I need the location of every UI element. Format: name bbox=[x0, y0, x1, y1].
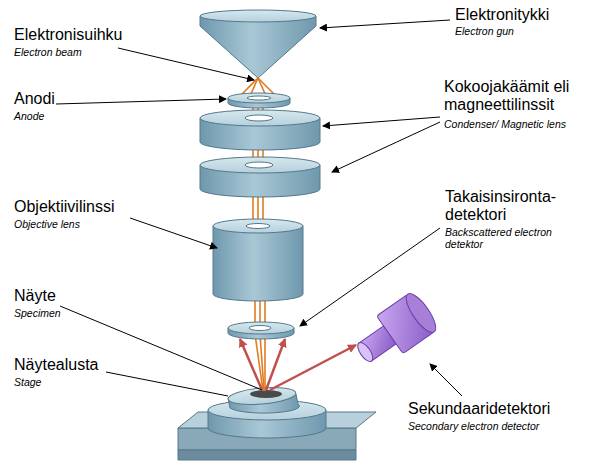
line-shape bbox=[323, 117, 440, 126]
ellipse-shape bbox=[245, 115, 273, 121]
ellipse-shape bbox=[249, 326, 271, 331]
objective-lens bbox=[213, 219, 303, 301]
line-shape bbox=[130, 218, 217, 248]
line-shape bbox=[320, 20, 450, 28]
part-label: Elektronisuihku bbox=[14, 26, 144, 44]
electron-gun bbox=[200, 10, 316, 78]
line-shape bbox=[118, 48, 254, 80]
ellipse-shape bbox=[355, 340, 376, 364]
ellipse-shape bbox=[200, 157, 320, 173]
part-label: Elektronitykki bbox=[455, 6, 590, 24]
line-shape bbox=[300, 228, 440, 326]
secondary-detector bbox=[348, 290, 441, 374]
part-label: Kokoojakäämit eli magneettilinssit bbox=[444, 78, 592, 115]
path-shape bbox=[200, 16, 316, 78]
ellipse-shape bbox=[247, 96, 271, 100]
ellipse-shape bbox=[200, 110, 320, 126]
part-label-en: Specimen bbox=[14, 307, 94, 319]
specimen bbox=[250, 390, 282, 398]
line-shape bbox=[430, 364, 462, 396]
ellipse-shape bbox=[245, 162, 273, 168]
line-shape bbox=[60, 306, 262, 390]
line-shape bbox=[106, 372, 228, 396]
polygon-shape bbox=[178, 450, 356, 460]
line-shape bbox=[260, 334, 264, 391]
part-label: Näyte bbox=[14, 287, 94, 305]
ellipse-shape bbox=[401, 290, 440, 337]
condenser-lens bbox=[200, 110, 320, 197]
ellipse-shape bbox=[200, 10, 316, 22]
backscatter-detector bbox=[228, 322, 294, 339]
part-label: Sekundaaridetektori bbox=[408, 400, 588, 418]
stage-disc bbox=[208, 385, 326, 438]
line-shape bbox=[56, 99, 226, 104]
ellipse-shape bbox=[228, 322, 294, 334]
line-shape bbox=[262, 195, 264, 222]
part-label: Objektiivilinssi bbox=[14, 198, 154, 216]
part-label-en: Backscattered electron detektor bbox=[445, 226, 590, 250]
line-shape bbox=[332, 122, 440, 172]
line-shape bbox=[252, 195, 254, 222]
part-label: Näytealusta bbox=[14, 356, 124, 374]
part-label-en: Anode bbox=[14, 110, 74, 122]
ellipse-shape bbox=[213, 219, 303, 233]
line-shape bbox=[264, 334, 266, 391]
leader-lines bbox=[56, 20, 462, 396]
part-label-en: Electron beam bbox=[14, 46, 144, 58]
ellipse-shape bbox=[228, 93, 290, 103]
path-shape bbox=[213, 226, 303, 301]
part-label: Takaisinsironta- detektori bbox=[445, 188, 590, 225]
part-label-en: Objective lens bbox=[14, 218, 154, 230]
line-shape bbox=[270, 345, 356, 390]
part-label-en: Electron gun bbox=[455, 25, 590, 37]
ellipse-shape bbox=[246, 224, 270, 229]
part-label: Anodi bbox=[14, 90, 74, 108]
signal-arrows bbox=[240, 339, 356, 390]
part-label-en: Stage bbox=[14, 376, 124, 388]
anode bbox=[228, 93, 290, 108]
part-label-en: Condenser/ Magnetic lens bbox=[444, 118, 592, 130]
part-label-en: Secondary electron detector bbox=[408, 420, 588, 432]
line-shape bbox=[257, 195, 259, 222]
